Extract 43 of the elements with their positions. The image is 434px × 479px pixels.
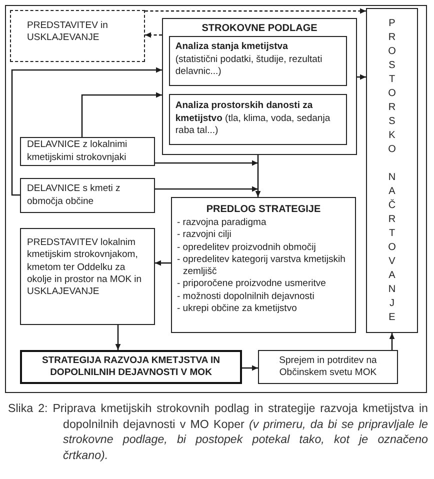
vertical-label: PROSTORSKO NAČRTOVANJE [387, 17, 397, 325]
process-box [20, 178, 155, 213]
list-item: - priporočene proizvodne usmeritve [177, 278, 327, 291]
vertical-process-box [366, 8, 418, 333]
dashed-arrow [145, 32, 162, 38]
arrow [357, 74, 366, 80]
process-box [20, 137, 155, 166]
process-box [169, 36, 348, 86]
arrow [255, 155, 261, 197]
box-label: Sprejem in potrditev na Občinskem svetu MOK [278, 354, 378, 380]
list-box [171, 197, 356, 333]
list-item: - razvojna paradigma [177, 217, 268, 230]
arrow [389, 333, 395, 350]
box-label: PREDSTAVITEV in USKLAJEVANJE [27, 20, 109, 45]
box-label: STRATEGIJA RAZVOJA KMETJSTVA IN DOPOLNILNIH DEJAVNOSTI V MOK [40, 354, 222, 380]
arrow [115, 325, 121, 350]
arrow [155, 186, 258, 192]
list-item: - opredelitev kategorij varstva kmetijskih zemljišč [177, 254, 346, 278]
arrow [155, 260, 171, 266]
dashed-arrow [145, 8, 366, 14]
box-heading: STROKOVNE PODLAGE [200, 23, 318, 35]
process-box [258, 350, 398, 384]
list-item: - možnosti dopolnilnih dejavnosti [177, 290, 316, 304]
arrow [81, 92, 162, 137]
process-box [20, 228, 155, 325]
arrow [155, 160, 258, 166]
arrow [11, 67, 162, 196]
box-heading: PREDLOG STRATEGIJE [205, 203, 322, 216]
dashed-process-box [10, 10, 145, 62]
group-box [162, 18, 357, 155]
box-label: PREDSTAVITEV lokalnim kmetijskim strokovnjakom, kmetom ter Oddelku za okolje in prostor na MOK in USKLAJEVANJE [27, 237, 143, 298]
box-label: DELAVNICE s kmeti z območja občine [27, 183, 122, 208]
process-box [169, 94, 348, 146]
arrow [242, 365, 258, 371]
box-label: (statistični podatki, študije, rezultati delavnic...) [175, 54, 324, 78]
box-label: DELAVNICE z lokalnimi kmetijskimi strokovnjaki [27, 139, 128, 164]
list-item: - opredelitev proizvodnih območij [177, 242, 317, 254]
figure-caption: Slika 2: Priprava kmetijskih strokovnih podlag in strategije razvoja kmetijstva in dopolnilnih dejavnosti v MO Koper (v primeru, da bi se pripravljale le strokovne podlage, bi postopek potekal tako, kot je označeno črtkano). [8, 401, 428, 463]
list-item: - razvojni cilji [177, 229, 232, 242]
box-label: Analiza prostorskih danosti za kmetijstvo (tla, klima, voda, sedanja raba tal...) [175, 100, 332, 138]
list-item: - ukrepi občine za kmetijstvo [177, 303, 298, 316]
box-heading: Analiza stanja kmetijstva [175, 41, 289, 54]
bold-process-box [20, 350, 242, 384]
